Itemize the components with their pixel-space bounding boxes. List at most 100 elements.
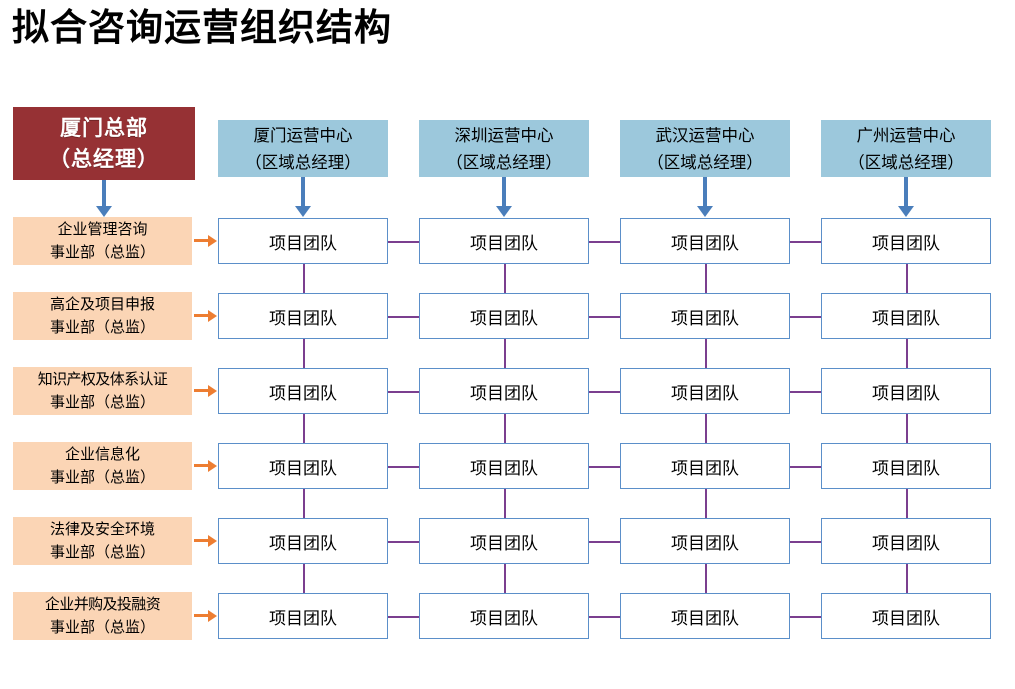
team-box-r5c1[interactable]: 项目团队 [419, 593, 589, 639]
team-label: 项目团队 [470, 608, 538, 629]
page-title: 拟合咨询运营组织结构 [12, 6, 392, 49]
department-role: 事业部（总监） [49, 318, 155, 336]
department-arrow-icon-3 [208, 460, 217, 472]
team-box-r5c2[interactable]: 项目团队 [620, 593, 790, 639]
team-label: 项目团队 [671, 308, 739, 329]
team-hlink-r4c0 [388, 541, 419, 543]
team-label: 项目团队 [269, 608, 337, 629]
team-hlink-r2c1 [589, 391, 620, 393]
department-arrow-shaft-5 [194, 614, 209, 618]
team-box-r0c3[interactable]: 项目团队 [821, 218, 991, 264]
team-box-r0c2[interactable]: 项目团队 [620, 218, 790, 264]
department-role: 事业部（总监） [49, 543, 155, 561]
department-box-2[interactable]: 知识产权及体系认证 事业部（总监） [13, 367, 192, 415]
department-name: 高企及项目申报 [49, 295, 155, 313]
team-label: 项目团队 [872, 308, 940, 329]
team-box-r2c3[interactable]: 项目团队 [821, 368, 991, 414]
center-connector-arrow-icon-0 [295, 206, 311, 217]
center-box-3[interactable]: 广州运营中心 （区域总经理） [821, 120, 991, 177]
team-hlink-r1c2 [790, 316, 821, 318]
team-box-r1c0[interactable]: 项目团队 [218, 293, 388, 339]
team-label: 项目团队 [671, 458, 739, 479]
center-role: （区域总经理） [848, 152, 964, 172]
team-box-r2c2[interactable]: 项目团队 [620, 368, 790, 414]
team-label: 项目团队 [470, 533, 538, 554]
team-box-r4c2[interactable]: 项目团队 [620, 518, 790, 564]
team-vlink-r4c1 [504, 564, 506, 593]
center-connector-line-0 [301, 177, 305, 207]
team-box-r2c0[interactable]: 项目团队 [218, 368, 388, 414]
team-label: 项目团队 [872, 608, 940, 629]
department-arrow-shaft-4 [194, 539, 209, 543]
center-connector-line-3 [904, 177, 908, 207]
center-role: （区域总经理） [647, 152, 763, 172]
hq-trunk-line [102, 180, 106, 213]
department-role: 事业部（总监） [49, 243, 155, 261]
department-name: 企业并购及投融资 [44, 595, 161, 613]
team-vlink-r4c2 [705, 564, 707, 593]
center-connector-arrow-icon-2 [697, 206, 713, 217]
team-box-r2c1[interactable]: 项目团队 [419, 368, 589, 414]
department-arrow-shaft-3 [194, 464, 209, 468]
team-box-r0c0[interactable]: 项目团队 [218, 218, 388, 264]
center-box-2[interactable]: 武汉运营中心 （区域总经理） [620, 120, 790, 177]
team-label: 项目团队 [269, 233, 337, 254]
center-name: 广州运营中心 [856, 125, 956, 145]
team-box-r0c1[interactable]: 项目团队 [419, 218, 589, 264]
team-label: 项目团队 [269, 308, 337, 329]
headquarters-box[interactable]: 厦门总部 （总经理） [13, 107, 195, 180]
team-box-r5c3[interactable]: 项目团队 [821, 593, 991, 639]
team-hlink-r5c1 [589, 616, 620, 618]
team-hlink-r2c2 [790, 391, 821, 393]
team-hlink-r5c0 [388, 616, 419, 618]
team-hlink-r3c1 [589, 466, 620, 468]
team-box-r3c1[interactable]: 项目团队 [419, 443, 589, 489]
team-box-r3c2[interactable]: 项目团队 [620, 443, 790, 489]
department-arrow-icon-4 [208, 535, 217, 547]
team-vlink-r2c1 [504, 414, 506, 443]
team-box-r3c0[interactable]: 项目团队 [218, 443, 388, 489]
center-connector-line-2 [703, 177, 707, 207]
center-connector-arrow-icon-3 [898, 206, 914, 217]
team-vlink-r2c0 [303, 414, 305, 443]
team-label: 项目团队 [671, 533, 739, 554]
department-role: 事业部（总监） [49, 393, 155, 411]
team-hlink-r4c2 [790, 541, 821, 543]
department-box-4[interactable]: 法律及安全环境 事业部（总监） [13, 517, 192, 565]
hq-trunk-arrow-icon [96, 206, 112, 217]
center-name: 深圳运营中心 [454, 125, 554, 145]
department-arrow-shaft-2 [194, 389, 209, 393]
department-box-5[interactable]: 企业并购及投融资 事业部（总监） [13, 592, 192, 640]
team-label: 项目团队 [671, 233, 739, 254]
team-vlink-r4c0 [303, 564, 305, 593]
headquarters-role: （总经理） [49, 146, 159, 171]
department-box-1[interactable]: 高企及项目申报 事业部（总监） [13, 292, 192, 340]
center-box-1[interactable]: 深圳运营中心 （区域总经理） [419, 120, 589, 177]
team-label: 项目团队 [872, 458, 940, 479]
team-box-r1c3[interactable]: 项目团队 [821, 293, 991, 339]
team-hlink-r3c2 [790, 466, 821, 468]
team-vlink-r3c0 [303, 489, 305, 518]
team-label: 项目团队 [269, 533, 337, 554]
department-box-3[interactable]: 企业信息化 事业部（总监） [13, 442, 192, 490]
team-hlink-r0c2 [790, 241, 821, 243]
team-box-r4c0[interactable]: 项目团队 [218, 518, 388, 564]
team-box-r1c1[interactable]: 项目团队 [419, 293, 589, 339]
department-box-0[interactable]: 企业管理咨询 事业部（总监） [13, 217, 192, 265]
team-box-r3c3[interactable]: 项目团队 [821, 443, 991, 489]
team-label: 项目团队 [269, 383, 337, 404]
team-label: 项目团队 [671, 608, 739, 629]
team-vlink-r3c2 [705, 489, 707, 518]
team-box-r5c0[interactable]: 项目团队 [218, 593, 388, 639]
headquarters-name: 厦门总部 [60, 115, 148, 140]
team-vlink-r1c0 [303, 339, 305, 368]
center-role: （区域总经理） [446, 152, 562, 172]
team-box-r4c3[interactable]: 项目团队 [821, 518, 991, 564]
center-box-0[interactable]: 厦门运营中心 （区域总经理） [218, 120, 388, 177]
team-box-r4c1[interactable]: 项目团队 [419, 518, 589, 564]
team-box-r1c2[interactable]: 项目团队 [620, 293, 790, 339]
team-hlink-r5c2 [790, 616, 821, 618]
team-label: 项目团队 [872, 383, 940, 404]
department-arrow-icon-0 [208, 235, 217, 247]
